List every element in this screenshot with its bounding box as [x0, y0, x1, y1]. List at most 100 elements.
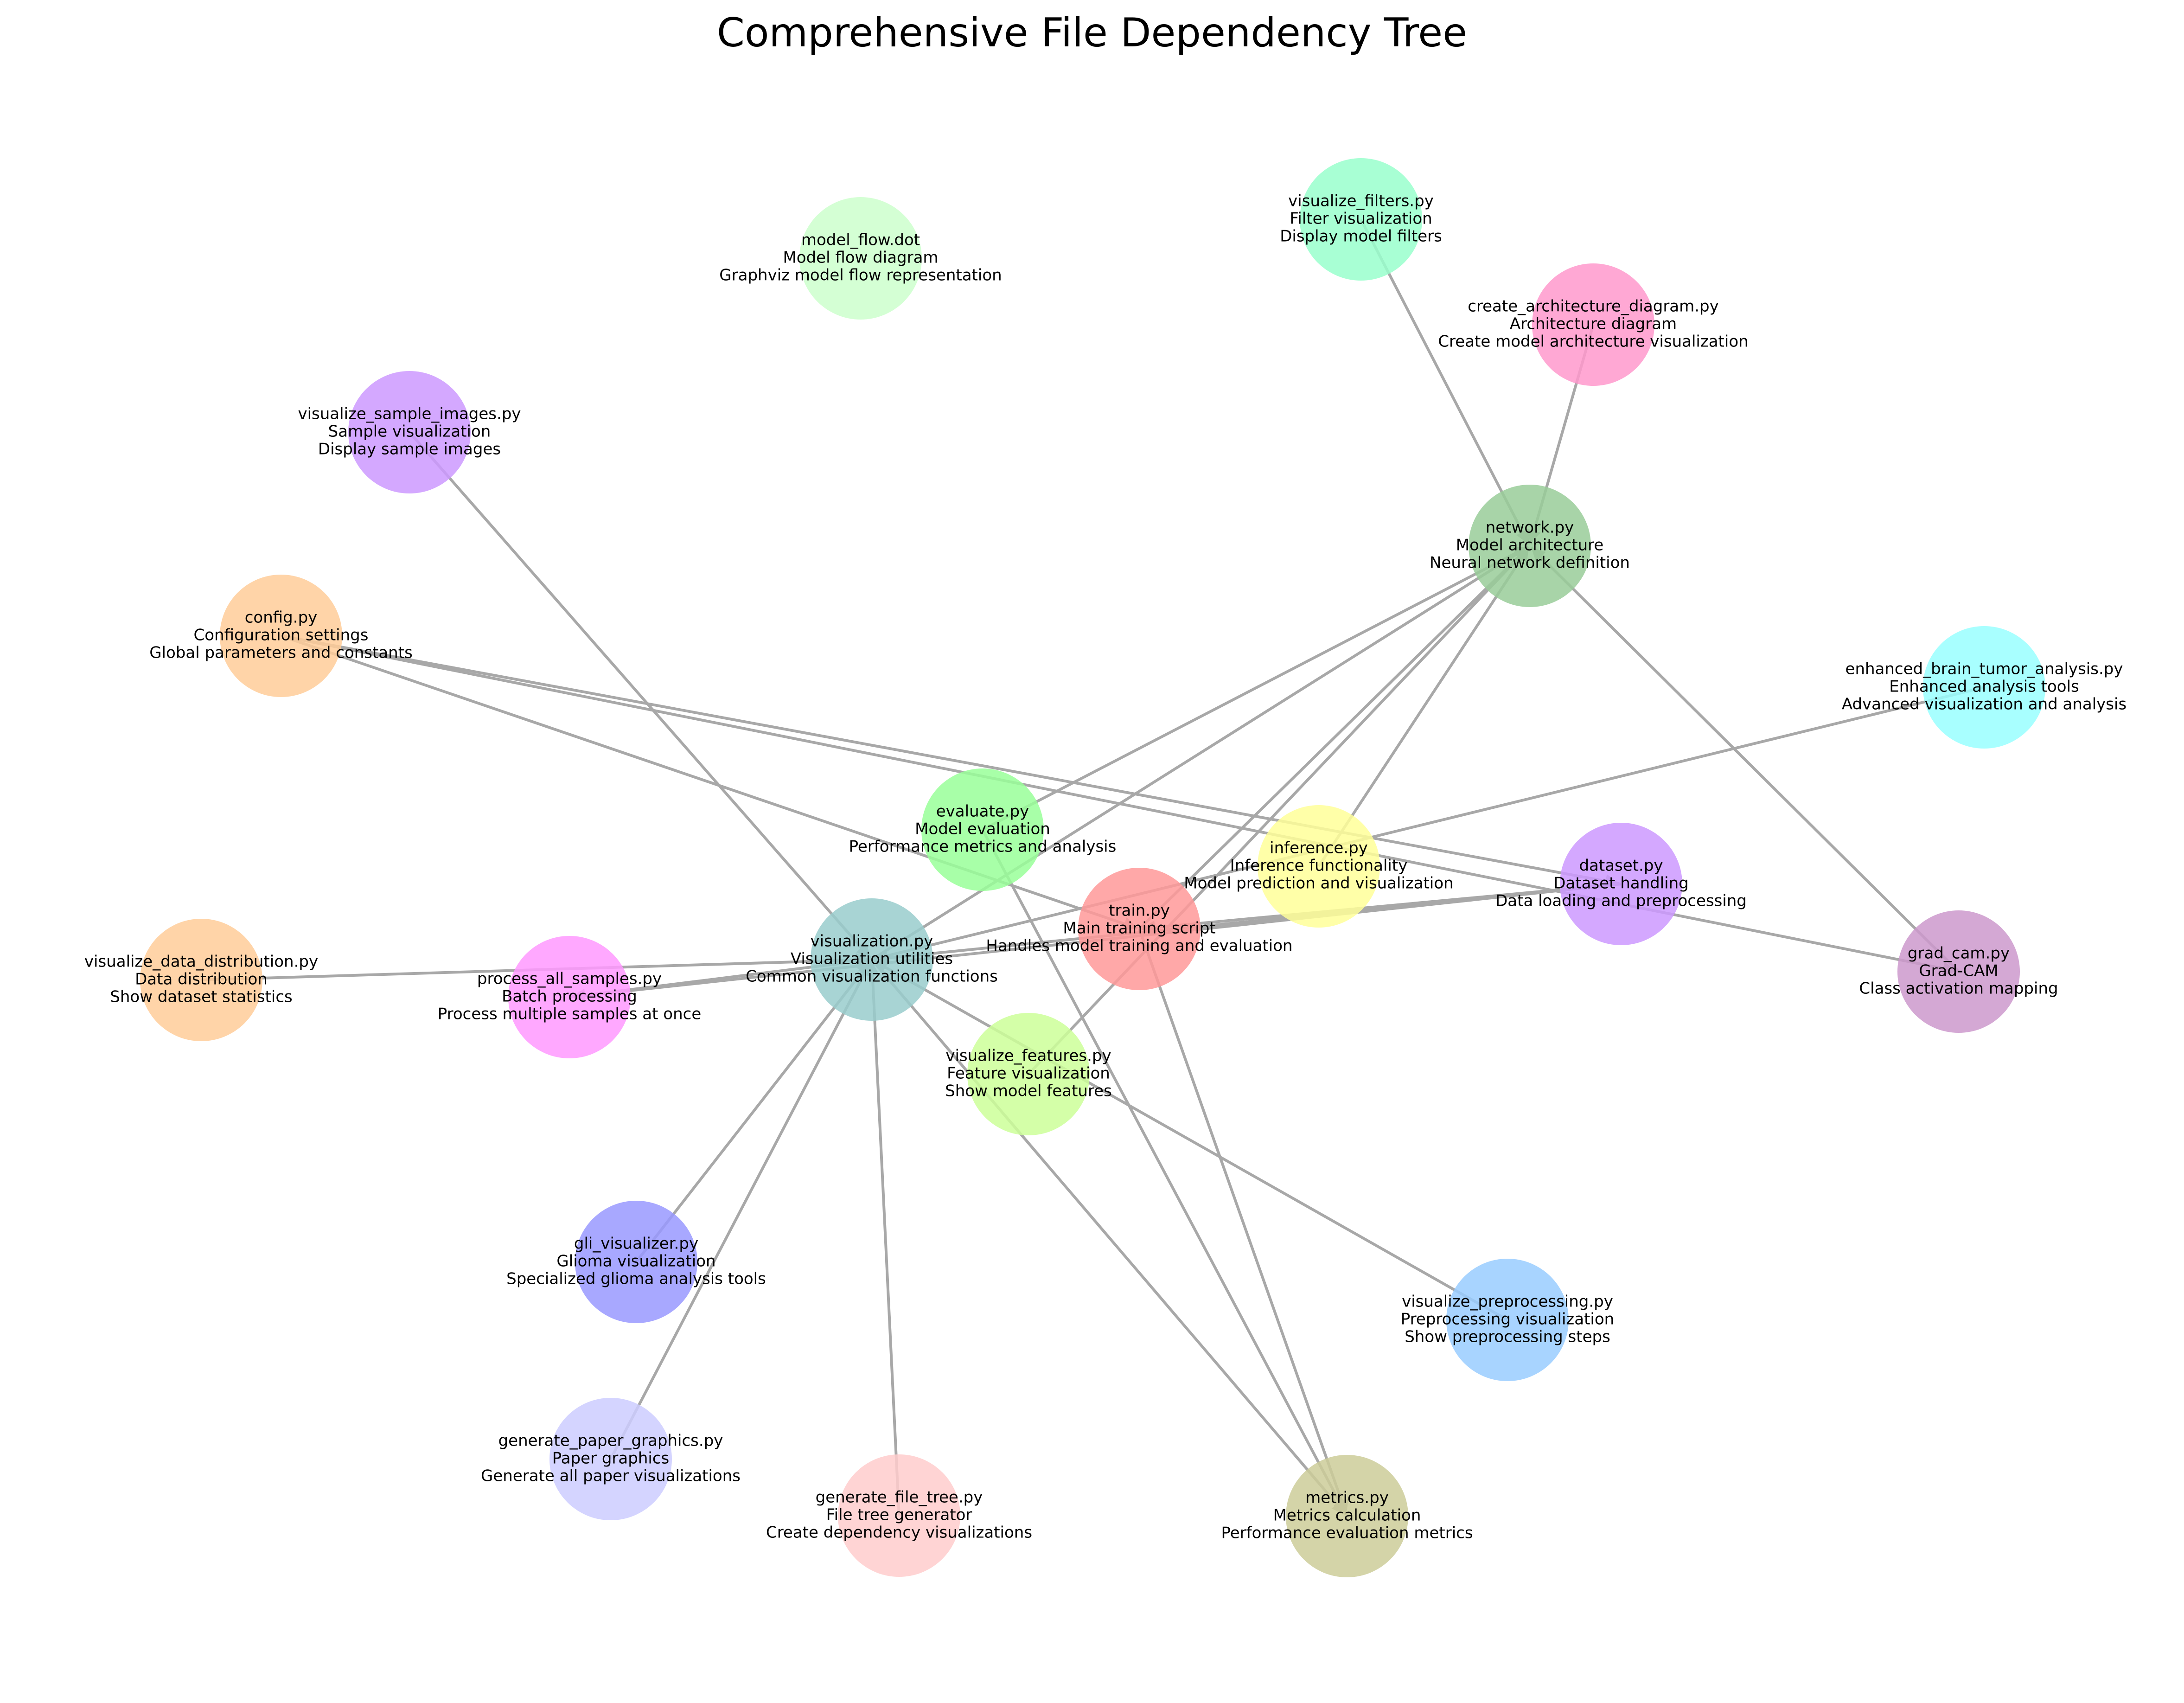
node-filename: generate_paper_graphics.py: [498, 1432, 723, 1450]
node-description: Generate all paper visualizations: [481, 1467, 741, 1485]
node-description: Create model architecture visualization: [1438, 333, 1748, 351]
node-description: Show model features: [945, 1082, 1112, 1101]
node-circle[interactable]: [967, 1013, 1090, 1135]
node-description: Advanced visualization and analysis: [1842, 695, 2127, 714]
node-role: Model architecture: [1456, 536, 1604, 555]
node-description: Display model filters: [1280, 227, 1442, 246]
node-circle[interactable]: [799, 197, 922, 320]
node-circle[interactable]: [811, 898, 933, 1021]
node-enhanced_brain_tumor_analysis[interactable]: enhanced_brain_tumor_analysis.pyEnhanced…: [1842, 626, 2127, 749]
node-filename: process_all_samples.py: [477, 970, 662, 988]
node-role: Preprocessing visualization: [1401, 1310, 1614, 1329]
edge-config-to-dataset: [281, 634, 1620, 888]
edge-visualize_sample_images-to-visualization: [408, 431, 872, 959]
node-filename: visualize_filters.py: [1288, 192, 1434, 211]
node-description: Neural network definition: [1430, 554, 1630, 572]
node-role: Glioma visualization: [556, 1252, 715, 1271]
node-circle[interactable]: [1560, 823, 1682, 945]
node-filename: network.py: [1486, 519, 1574, 537]
node-circle[interactable]: [1897, 910, 2020, 1033]
node-role: Enhanced analysis tools: [1889, 678, 2079, 696]
node-role: File tree generator: [826, 1506, 972, 1524]
node-circle[interactable]: [921, 768, 1044, 891]
node-circle[interactable]: [1300, 158, 1422, 281]
edge-train-to-network: [1138, 546, 1530, 930]
node-create_architecture_diagram[interactable]: create_architecture_diagram.pyArchitectu…: [1438, 263, 1749, 386]
node-circle[interactable]: [1923, 626, 2045, 749]
edge-inference-to-network: [1317, 546, 1530, 867]
node-role: Metrics calculation: [1273, 1506, 1421, 1525]
node-circle[interactable]: [1532, 263, 1654, 386]
node-circle[interactable]: [1258, 805, 1380, 928]
node-role: Model flow diagram: [783, 249, 938, 267]
edge-train-to-metrics: [1138, 928, 1348, 1515]
node-description: Show preprocessing steps: [1405, 1328, 1610, 1346]
node-circle[interactable]: [140, 919, 262, 1041]
node-filename: config.py: [245, 608, 318, 627]
node-filename: visualize_sample_images.py: [298, 405, 521, 423]
node-circle[interactable]: [1469, 485, 1591, 607]
node-filename: evaluate.py: [936, 802, 1029, 821]
node-role: Inference functionality: [1230, 857, 1408, 875]
edge-generate_file_tree-to-visualization: [865, 961, 900, 1516]
diagram-title: Comprehensive File Dependency Tree: [717, 10, 1467, 56]
node-description: Global parameters and constants: [149, 644, 413, 662]
node-role: Model evaluation: [915, 820, 1050, 839]
edge-grad_cam-to-network: [1530, 546, 1960, 973]
node-description: Specialized glioma analysis tools: [506, 1270, 766, 1288]
node-role: Feature visualization: [947, 1064, 1110, 1083]
edge-visualize_preprocessing-to-visualization: [873, 959, 1508, 1321]
node-description: Display sample images: [318, 440, 501, 459]
node-filename: visualize_features.py: [945, 1047, 1111, 1065]
edge-evaluate-to-metrics: [981, 829, 1347, 1515]
node-visualize_preprocessing[interactable]: visualize_preprocessing.pyPreprocessing …: [1401, 1259, 1614, 1381]
node-filename: create_architecture_diagram.py: [1468, 297, 1719, 316]
node-description: Performance evaluation metrics: [1221, 1524, 1473, 1543]
node-circle[interactable]: [220, 575, 342, 697]
edge-gli_visualizer-to-visualization: [635, 960, 872, 1263]
node-role: Data distribution: [135, 970, 268, 989]
edge-config-to-grad_cam: [281, 634, 1957, 976]
node-role: Batch processing: [502, 987, 637, 1006]
node-circle[interactable]: [575, 1201, 697, 1323]
node-role: Visualization utilities: [791, 950, 953, 968]
node-filename: visualize_preprocessing.py: [1402, 1293, 1613, 1311]
node-filename: grad_cam.py: [1908, 944, 2010, 963]
node-filename: gli_visualizer.py: [574, 1235, 698, 1253]
node-circle[interactable]: [348, 371, 471, 493]
node-description: Handles model training and evaluation: [986, 937, 1292, 955]
node-role: Sample visualization: [328, 423, 491, 441]
node-circle[interactable]: [549, 1398, 672, 1520]
node-circle[interactable]: [1446, 1259, 1569, 1381]
node-filename: generate_file_tree.py: [816, 1488, 983, 1507]
node-role: Filter visualization: [1290, 210, 1432, 228]
node-circle[interactable]: [1286, 1455, 1408, 1577]
node-filename: model_flow.dot: [801, 231, 920, 250]
node-circle[interactable]: [508, 936, 631, 1058]
node-description: Common visualization functions: [746, 967, 998, 986]
node-circle[interactable]: [1078, 868, 1201, 990]
node-filename: dataset.py: [1579, 857, 1663, 875]
node-circle[interactable]: [838, 1454, 960, 1577]
node-filename: enhanced_brain_tumor_analysis.py: [1846, 660, 2123, 679]
edge-visualize_features-to-network: [1027, 546, 1530, 1076]
